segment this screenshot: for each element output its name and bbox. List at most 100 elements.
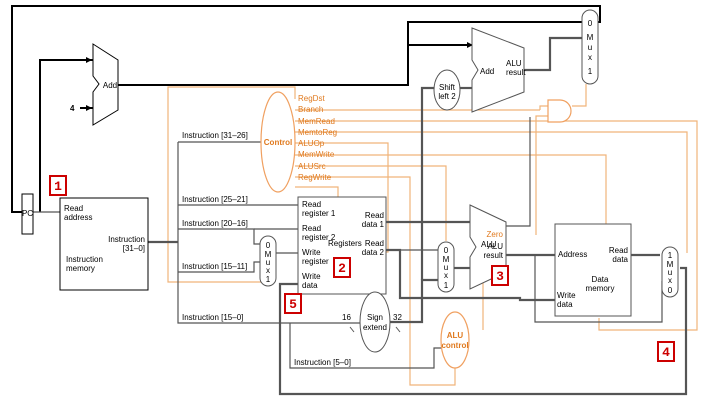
reg-write-data-l1: Write (302, 272, 321, 281)
instruction-memory (59, 197, 149, 291)
marker-5-label: 5 (289, 297, 297, 312)
alu-control-l2: control (441, 341, 468, 350)
reg-read-data-2-l2: data 2 (362, 248, 385, 257)
branch-adder-label: Add (480, 67, 494, 76)
dm-name-l1: Data (592, 275, 609, 284)
control-label: Control (264, 138, 292, 147)
sign-extend-l1: Sign (367, 313, 383, 322)
signal-aluop: ALUOp (298, 139, 325, 148)
branch-adder-result-l2: result (506, 68, 526, 77)
im-instruction-l1: Instruction (108, 235, 145, 244)
pc-label: PC (22, 209, 33, 218)
signal-regdst: RegDst (298, 94, 325, 103)
field-25-21: Instruction [25–21] (182, 195, 248, 204)
mux-reg-dst (259, 235, 277, 287)
dm-read-data-l1: Read (609, 246, 628, 255)
alu-result-l2: result (483, 251, 503, 260)
pc-adder-label: Add (103, 81, 117, 90)
marker-4 (657, 341, 675, 362)
mux-pc-src-x: x (588, 53, 592, 62)
reg-read-register-2-l2: register 2 (302, 233, 336, 242)
reg-write-register-l1: Write (302, 248, 321, 257)
mux-alu-src-m: M (443, 255, 450, 264)
shift-left-2 (433, 69, 461, 111)
reg-read-data-2-l1: Read (365, 239, 384, 248)
and-gate (547, 99, 572, 123)
branch-adder-result-l1: ALU (506, 59, 522, 68)
im-name-l2: memory (66, 264, 95, 273)
dm-write-data-l2: data (557, 300, 573, 309)
marker-3-label: 3 (496, 269, 504, 284)
alu-result-l1: ALU (487, 242, 503, 251)
dm-name-l2: memory (586, 284, 615, 293)
mux-pc-src (581, 9, 599, 85)
marker-1-label: 1 (54, 179, 62, 194)
im-name-l1: Instruction (66, 255, 103, 264)
signal-memwrite: MemWrite (298, 150, 335, 159)
im-read-address-l2: address (64, 213, 92, 222)
mux-reg-dst-x: x (266, 266, 270, 275)
mux-pc-src-bottom: 1 (588, 67, 593, 76)
dm-address-label: Address (558, 250, 587, 259)
field-15-0: Instruction [15–0] (182, 313, 243, 322)
reg-read-register-1-l1: Read (302, 200, 321, 209)
mux-alu-src-x: x (444, 271, 448, 280)
mux-mem-to-reg-x: x (668, 276, 672, 285)
marker-2-label: 2 (338, 261, 346, 276)
control-unit (260, 91, 296, 193)
shift-left-l2: left 2 (438, 92, 456, 101)
reg-read-data-1-l1: Read (365, 211, 384, 220)
field-15-11: Instruction [15–11] (182, 262, 247, 271)
mux-alu-src-u: u (444, 263, 448, 272)
reg-write-register-l2: register (302, 257, 329, 266)
mux-mem-to-reg-u: u (668, 268, 672, 277)
sign-out-width: 32 (393, 313, 402, 322)
marker-2 (333, 257, 351, 278)
alu-control (440, 311, 470, 369)
mux-mem-to-reg-m: M (667, 260, 674, 269)
mux-mem-to-reg (661, 246, 679, 298)
marker-4-label: 4 (662, 345, 670, 360)
reg-write-data-l2: data (302, 281, 318, 290)
reg-read-register-2-l1: Read (302, 224, 321, 233)
mux-mem-to-reg-bottom: 0 (668, 286, 673, 295)
constant-four: 4 (70, 104, 75, 113)
pc-adder (92, 43, 119, 126)
sign-in-width: 16 (342, 313, 351, 322)
dm-read-data-l2: data (612, 255, 628, 264)
field-31-26: Instruction [31–26] (182, 131, 248, 140)
mux-reg-dst-bottom: 1 (266, 275, 271, 284)
signal-regwrite: RegWrite (298, 173, 332, 182)
sign-extend (359, 291, 391, 353)
im-instruction-l2: [31–0] (123, 244, 145, 253)
mux-alu-src (437, 241, 455, 293)
mux-pc-src-m: M (587, 33, 594, 42)
reg-read-register-1-l2: register 1 (302, 209, 336, 218)
sign-extend-l2: extend (363, 323, 387, 332)
mux-reg-dst-u: u (266, 258, 270, 267)
field-20-16: Instruction [20–16] (182, 219, 248, 228)
marker-5 (284, 293, 302, 314)
branch-adder (471, 27, 525, 113)
signal-alusrc: ALUSrc (298, 162, 326, 171)
pc-register (21, 193, 34, 235)
alu-control-l1: ALU (447, 331, 464, 340)
mux-pc-src-top: 0 (588, 19, 593, 28)
mux-pc-src-u: u (588, 43, 592, 52)
signal-memtoreg: MemtoReg (298, 128, 337, 137)
shift-left-l1: Shift (439, 83, 456, 92)
im-read-address-l1: Read (64, 204, 83, 213)
signal-branch: Branch (298, 105, 323, 114)
alu-zero-label: Zero (487, 230, 504, 239)
marker-1 (49, 175, 67, 196)
dm-write-data-l1: Write (557, 291, 576, 300)
reg-read-data-1-l2: data 1 (362, 220, 385, 229)
mux-mem-to-reg-top: 1 (668, 251, 673, 260)
registers-name: Registers (328, 239, 362, 248)
data-memory (554, 223, 632, 317)
datapath-wires (33, 36, 688, 396)
field-5-0: Instruction [5–0] (294, 358, 351, 367)
mux-reg-dst-m: M (265, 250, 272, 259)
mux-alu-src-bottom: 1 (444, 281, 449, 290)
